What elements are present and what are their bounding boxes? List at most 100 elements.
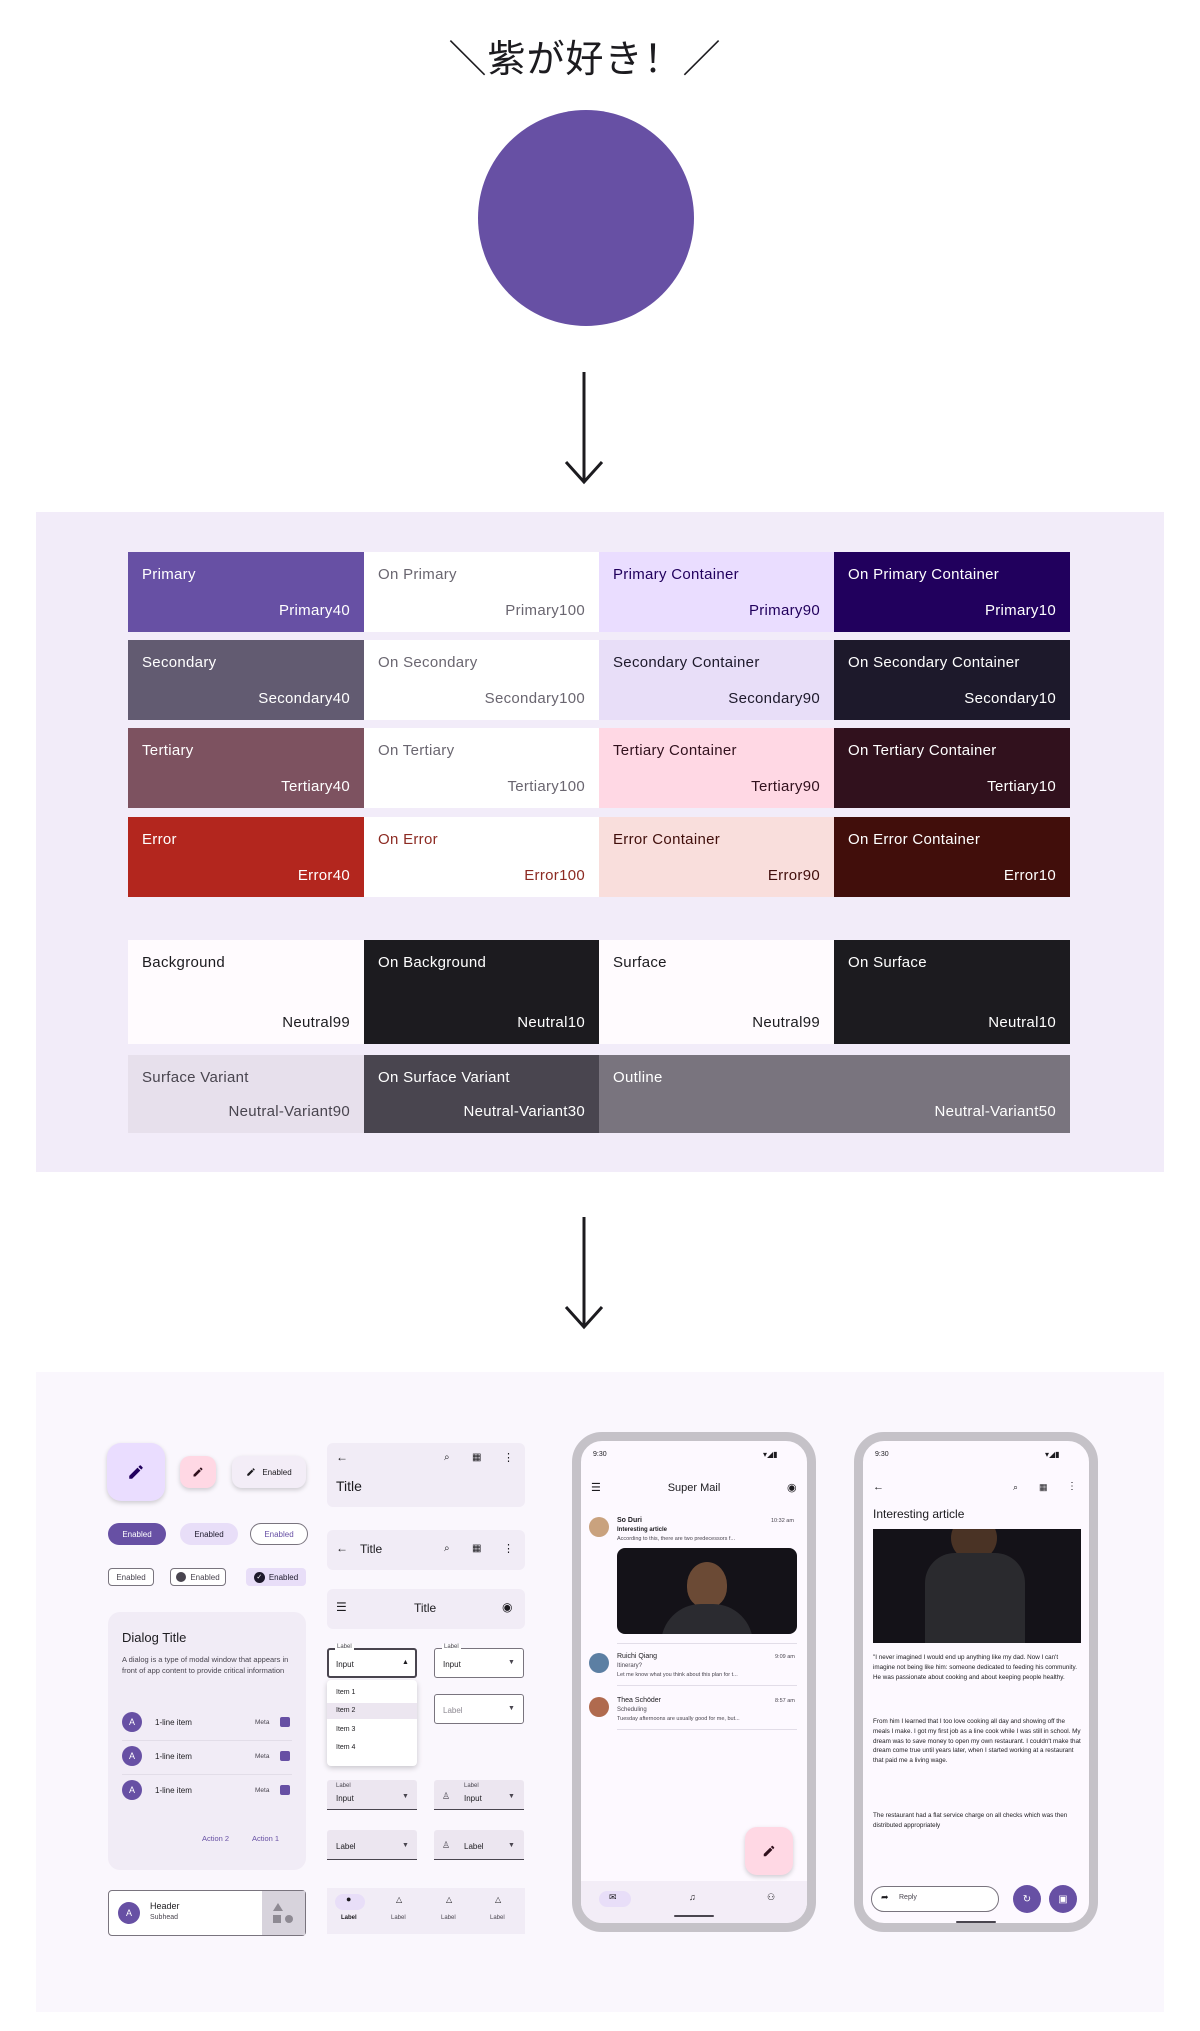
circle-icon[interactable]: ● [346,1894,352,1904]
extended-fab-label: Enabled [262,1467,292,1477]
back-arrow-icon[interactable]: ← [873,1481,884,1493]
checkbox[interactable] [280,1751,290,1761]
people-icon[interactable]: ⚇ [767,1892,776,1902]
back-arrow-icon[interactable]: ← [336,1450,348,1464]
swatch-role-name: On Secondary [378,654,478,671]
select-field-empty[interactable] [434,1694,524,1724]
caret-up-icon: ▲ [402,1659,409,1666]
card-subhead: Subhead [150,1914,179,1921]
tertiary-small-fab[interactable] [180,1456,216,1488]
filled-button[interactable]: Enabled [108,1523,166,1545]
back-arrow-icon[interactable]: ← [336,1541,348,1555]
swatch-tone-token: Secondary40 [258,690,350,707]
filled-field-empty-with-icon[interactable] [434,1830,524,1860]
field-label: Label [335,1644,354,1650]
person-icon: ♙ [442,1840,451,1850]
divider [122,1740,292,1741]
swatch-role-name: Primary [142,566,196,583]
calendar-icon[interactable]: ▦ [1039,1482,1048,1492]
mail-icon[interactable]: ✉ [609,1892,617,1902]
pencil-icon [247,1468,256,1476]
swatch-tone-token: Neutral-Variant50 [934,1103,1056,1120]
attach-icon[interactable]: ⌕ [444,1452,450,1463]
more-vert-icon[interactable]: ⋮ [503,1452,514,1464]
select-field-open[interactable] [327,1648,417,1678]
filled-field-with-icon[interactable] [434,1780,524,1810]
card-header: Header [150,1901,180,1911]
swatch-role-name: Primary Container [613,566,739,583]
field-label: Label [336,1783,351,1789]
caret-down-icon: ▼ [402,1793,409,1800]
filter-chip-label: Enabled [116,1572,146,1582]
reply-button[interactable] [871,1886,999,1912]
select-field[interactable] [434,1648,524,1678]
account-icon[interactable]: ◉ [787,1482,797,1494]
article-paragraph: From him I learned that I too love cooki… [873,1718,1081,1764]
more-vert-icon[interactable]: ⋮ [1067,1481,1077,1492]
menu-item[interactable]: Item 3 [336,1726,356,1733]
input-chip[interactable]: Enabled [170,1568,226,1586]
refresh-icon[interactable]: ↻ [1013,1885,1041,1913]
attach-icon[interactable]: ⌕ [444,1543,450,1554]
checkbox[interactable] [280,1785,290,1795]
extended-fab[interactable]: Enabled [232,1456,306,1488]
message-photo [617,1548,797,1634]
calendar-icon[interactable]: ▦ [472,1452,482,1463]
message-preview: Tuesday afternoons are usually good for … [617,1716,740,1722]
filled-field[interactable] [327,1780,417,1810]
swatch-role-name: Secondary [142,654,217,671]
message-subject: Scheduling [617,1707,647,1713]
tonal-button-label: Enabled [194,1529,224,1539]
tonal-button[interactable]: Enabled [180,1523,238,1545]
account-icon[interactable]: ◉ [502,1600,513,1614]
field-label: Label [442,1644,461,1650]
filled-field-empty[interactable] [327,1830,417,1860]
more-vert-icon[interactable]: ⋮ [503,1543,514,1555]
primary-fab[interactable] [107,1443,165,1501]
calendar-icon[interactable]: ▦ [472,1543,482,1554]
menu-icon[interactable]: ☰ [336,1600,347,1614]
swatch-tone-token: Tertiary90 [751,778,820,795]
swatch-role-name: On Primary [378,566,457,583]
small-top-app-bar [327,1530,525,1570]
menu-item[interactable]: Item 2 [336,1707,356,1714]
triangle-icon[interactable]: △ [396,1895,403,1904]
selected-chip[interactable]: ✓ Enabled [246,1568,306,1586]
outlined-button[interactable]: Enabled [250,1523,308,1545]
archive-icon[interactable]: ▣ [1049,1885,1077,1913]
swatch-role-name: On Background [378,954,487,971]
bell-icon[interactable]: ♫ [689,1892,696,1902]
caret-down-icon: ▼ [508,1659,515,1666]
message-subject: Interesting article [617,1527,668,1533]
person-body [661,1604,753,1634]
list-item-label: 1-line item [155,1718,192,1727]
avatar: A [122,1712,142,1732]
menu-item[interactable]: Item 1 [336,1689,356,1696]
compose-fab[interactable] [745,1827,793,1875]
swatch-tone-token: Neutral10 [517,1014,585,1031]
dialog-action-1-button[interactable]: Action 1 [252,1834,280,1843]
menu-icon[interactable]: ☰ [591,1482,601,1494]
checkbox[interactable] [280,1717,290,1727]
attach-icon[interactable]: ⌕ [1013,1482,1019,1492]
dialog-action-2-button[interactable]: Action 2 [202,1834,230,1843]
pencil-icon [193,1467,203,1477]
menu-item[interactable]: Item 4 [336,1744,356,1751]
app-bar-title: Title [414,1601,437,1615]
swatch-role-name: Error Container [613,831,721,848]
triangle-icon[interactable]: △ [446,1895,453,1904]
filled-button-label: Enabled [122,1529,152,1539]
swatch-role-name: Error [142,831,177,848]
dialog-body: A dialog is a type of modal window that … [122,1655,289,1675]
triangle-icon[interactable]: △ [495,1895,502,1904]
filter-chip[interactable]: Enabled [108,1568,154,1586]
swatch-tone-token: Secondary10 [964,690,1056,707]
